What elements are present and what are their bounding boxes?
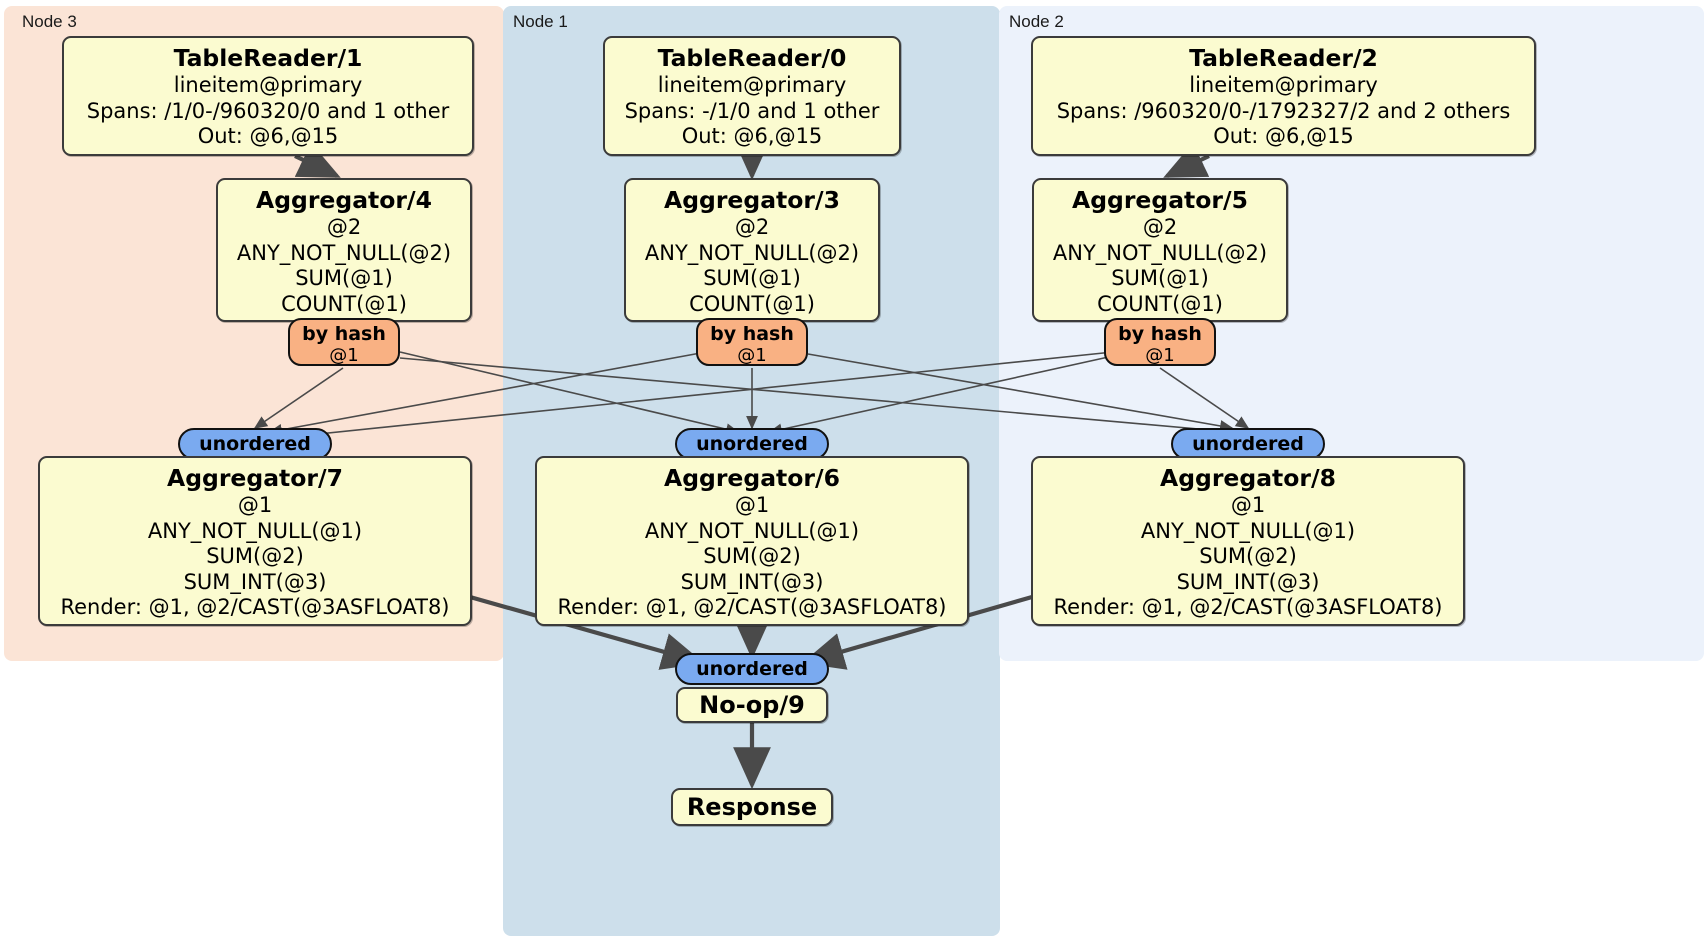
router-sublabel: @1 [329, 345, 359, 366]
processor-line: @1 [237, 493, 273, 517]
processor-line: SUM(@2) [703, 544, 801, 568]
processor-line: ANY_NOT_NULL(@1) [147, 518, 363, 543]
router-by-hash-mid[interactable]: by hash @1 [696, 318, 808, 366]
processor-line: SUM_INT(@3) [1176, 569, 1320, 594]
processor-title: TableReader/2 [1189, 44, 1378, 72]
processor-line: @2 [1142, 215, 1178, 239]
node-label-2: Node 2 [1009, 12, 1064, 31]
processor-title: Aggregator/5 [1072, 186, 1248, 214]
processor-line: SUM(@2) [206, 544, 304, 568]
processor-line: Out: @6,@15 [1213, 124, 1354, 148]
processor-title: Aggregator/6 [664, 464, 840, 492]
router-by-hash-left[interactable]: by hash @1 [288, 318, 400, 366]
processor-title: No-op/9 [699, 691, 805, 719]
processor-line: ANY_NOT_NULL(@1) [1140, 518, 1356, 543]
processor-aggregator-6[interactable]: Aggregator/6 @1 ANY_NOT_NULL(@1) SUM(@2)… [535, 456, 969, 626]
processor-line: @1 [1230, 493, 1266, 517]
processor-aggregator-7[interactable]: Aggregator/7 @1 ANY_NOT_NULL(@1) SUM(@2)… [38, 456, 472, 626]
node-label-3: Node 3 [22, 12, 77, 31]
processor-line: ANY_NOT_NULL(@1) [644, 518, 860, 543]
processor-line: COUNT(@1) [689, 291, 815, 316]
router-label: by hash [1118, 323, 1202, 345]
processor-response[interactable]: Response [671, 788, 833, 826]
processor-title: Response [686, 793, 818, 821]
processor-title: Aggregator/3 [664, 186, 840, 214]
processor-noop-9[interactable]: No-op/9 [676, 687, 828, 723]
router-sublabel: @1 [737, 345, 767, 366]
processor-line: SUM(@1) [703, 266, 801, 290]
processor-aggregator-5[interactable]: Aggregator/5 @2 ANY_NOT_NULL(@2) SUM(@1)… [1032, 178, 1288, 322]
synchronizer-unordered-final[interactable]: unordered [675, 653, 829, 685]
processor-tablereader-2[interactable]: TableReader/2 lineitem@primary Spans: /9… [1031, 36, 1536, 156]
processor-line: SUM(@1) [295, 266, 393, 290]
processor-line: lineitem@primary [173, 73, 363, 97]
processor-title: TableReader/0 [657, 44, 847, 72]
processor-line: Out: @6,@15 [197, 124, 339, 148]
processor-tablereader-0[interactable]: TableReader/0 lineitem@primary Spans: -/… [603, 36, 901, 156]
router-label: by hash [302, 323, 386, 345]
processor-line: ANY_NOT_NULL(@2) [236, 240, 452, 265]
processor-tablereader-1[interactable]: TableReader/1 lineitem@primary Spans: /1… [62, 36, 474, 156]
processor-line: ANY_NOT_NULL(@2) [1052, 240, 1268, 265]
processor-line: Spans: /1/0-/960320/0 and 1 other [86, 98, 450, 123]
processor-line: SUM_INT(@3) [680, 569, 824, 594]
processor-line: Spans: -/1/0 and 1 other [624, 98, 880, 123]
processor-title: TableReader/1 [173, 44, 363, 72]
processor-title: Aggregator/8 [1160, 464, 1336, 492]
processor-line: Spans: /960320/0-/1792327/2 and 2 others [1056, 98, 1511, 123]
processor-line: @2 [326, 215, 362, 239]
processor-line: Render: @1, @2/CAST(@3ASFLOAT8) [60, 595, 450, 619]
processor-line: Out: @6,@15 [681, 124, 823, 148]
processor-line: Render: @1, @2/CAST(@3ASFLOAT8) [557, 595, 947, 619]
processor-line: SUM_INT(@3) [183, 569, 327, 594]
processor-line: @1 [734, 493, 770, 517]
processor-line: COUNT(@1) [281, 291, 407, 316]
processor-line: lineitem@primary [1189, 73, 1378, 97]
processor-line: ANY_NOT_NULL(@2) [644, 240, 860, 265]
processor-title: Aggregator/7 [167, 464, 343, 492]
processor-line: SUM(@2) [1199, 544, 1297, 568]
node-label-1: Node 1 [513, 12, 568, 31]
processor-line: Render: @1, @2/CAST(@3ASFLOAT8) [1053, 595, 1443, 619]
synchronizer-label: unordered [696, 433, 808, 455]
router-sublabel: @1 [1145, 345, 1175, 366]
synchronizer-label: unordered [199, 433, 311, 455]
processor-title: Aggregator/4 [256, 186, 432, 214]
router-label: by hash [710, 323, 794, 345]
processor-line: SUM(@1) [1111, 266, 1209, 290]
processor-aggregator-3[interactable]: Aggregator/3 @2 ANY_NOT_NULL(@2) SUM(@1)… [624, 178, 880, 322]
processor-line: lineitem@primary [657, 73, 847, 97]
processor-line: @2 [734, 215, 770, 239]
router-by-hash-right[interactable]: by hash @1 [1104, 318, 1216, 366]
processor-line: COUNT(@1) [1097, 291, 1223, 316]
processor-aggregator-8[interactable]: Aggregator/8 @1 ANY_NOT_NULL(@1) SUM(@2)… [1031, 456, 1465, 626]
synchronizer-label: unordered [1192, 433, 1304, 455]
processor-aggregator-4[interactable]: Aggregator/4 @2 ANY_NOT_NULL(@2) SUM(@1)… [216, 178, 472, 322]
synchronizer-label: unordered [696, 658, 808, 680]
